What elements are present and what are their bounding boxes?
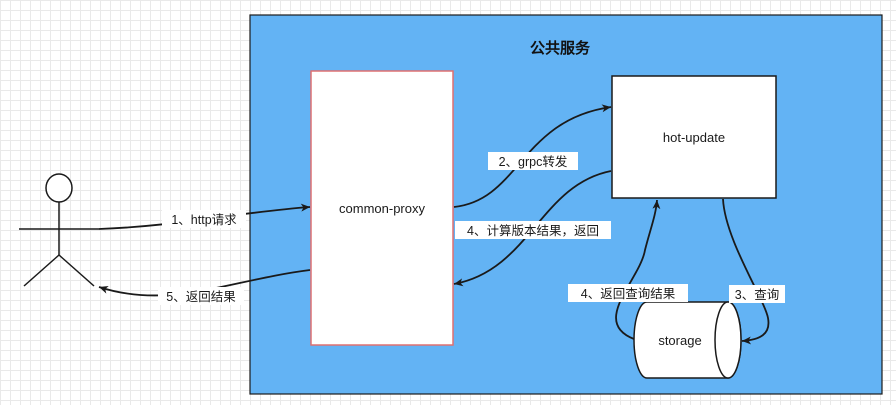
label-bg-1	[162, 210, 246, 228]
label-grpc-forward: 2、grpc转发	[499, 154, 568, 169]
storage-node	[633, 301, 742, 379]
label-bg-5	[158, 287, 244, 305]
container-title: 公共服务	[530, 39, 591, 57]
common-proxy-label: common-proxy	[339, 201, 425, 216]
user-actor-icon	[19, 173, 99, 287]
label-bg-4a	[455, 221, 611, 239]
label-return-result: 5、返回结果	[166, 290, 236, 304]
label-bg-3	[729, 285, 785, 303]
edge-return-query-result	[615, 199, 661, 340]
common-proxy-node	[310, 70, 454, 346]
label-bg-4b	[568, 284, 688, 302]
label-return-query-result: 4、返回查询结果	[581, 287, 676, 301]
hot-update-node	[611, 75, 777, 199]
hot-update-label: hot-update	[663, 130, 725, 145]
label-http-request: 1、http请求	[171, 213, 237, 227]
edge-query	[722, 198, 770, 345]
storage-label: storage	[658, 333, 701, 348]
label-compute-return: 4、计算版本结果，返回	[467, 223, 599, 238]
label-query: 3、查询	[735, 288, 779, 302]
label-bg-2	[488, 152, 578, 170]
